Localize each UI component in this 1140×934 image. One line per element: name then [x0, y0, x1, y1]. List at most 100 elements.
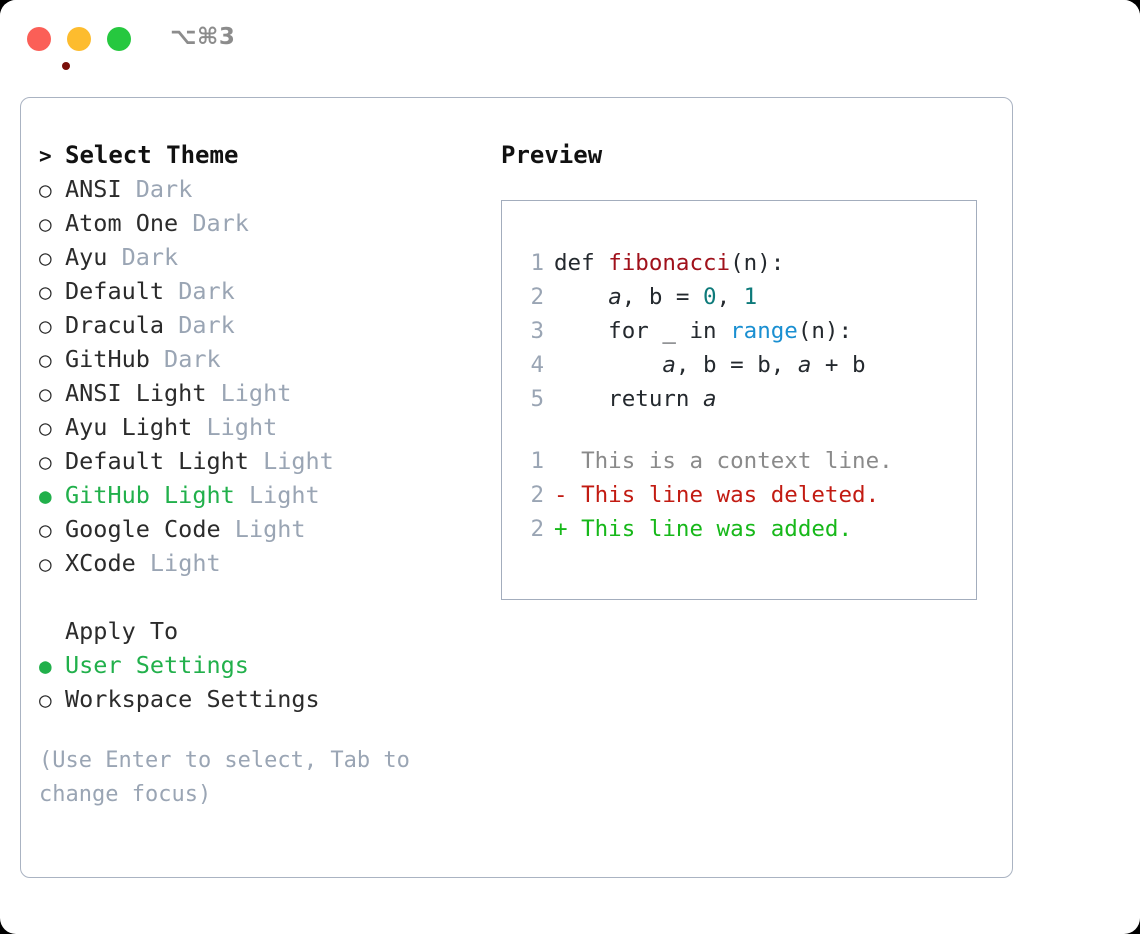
theme-kind-label: Light	[206, 413, 278, 441]
apply-to-option-label: Workspace Settings	[65, 685, 320, 713]
line-number: 2	[530, 284, 544, 310]
maximize-window-button[interactable]	[107, 27, 131, 51]
theme-list-item-ayu-light[interactable]: ○ Ayu Light Light	[39, 410, 489, 444]
code-token: for _ in	[554, 318, 731, 344]
line-number: 2	[530, 482, 544, 508]
title-bar: ⌥⌘3	[0, 0, 1140, 78]
select-theme-header-label: Select Theme	[65, 141, 239, 169]
diff-line-added: 2+ This line was added.	[518, 512, 968, 546]
code-line: 3 for _ in range(n):	[518, 314, 968, 348]
keyboard-hint-text: (Use Enter to select, Tab to change focu…	[39, 748, 410, 807]
theme-name: Google Code	[65, 515, 221, 543]
theme-selector-pane: >Select Theme ○ANSI Dark ○Atom One Dark …	[39, 138, 489, 812]
theme-kind-label: Dark	[135, 175, 193, 203]
theme-list-item-github[interactable]: ○GitHub Dark	[39, 342, 489, 376]
line-number: 5	[530, 386, 544, 412]
diff-line-deleted: 2- This line was deleted.	[518, 478, 968, 512]
theme-kind-label: Light	[220, 379, 292, 407]
radio-selected-icon: ●	[39, 484, 52, 508]
theme-kind-label: Dark	[121, 243, 179, 271]
radio-unselected-icon: ○	[39, 280, 52, 304]
code-line: 4 a, b = b, a + b	[518, 348, 968, 382]
preview-title: Preview	[501, 141, 603, 169]
apply-to-option-workspace-settings[interactable]: ○ Workspace Settings	[39, 682, 489, 716]
code-token-variable: a	[608, 284, 622, 310]
theme-name: Default	[65, 277, 165, 305]
theme-list-item-github-light[interactable]: ● GitHub Light Light	[39, 478, 489, 512]
section-spacer	[39, 580, 489, 614]
code-token	[554, 284, 608, 310]
radio-unselected-icon: ○	[39, 688, 52, 712]
theme-list-item-ayu[interactable]: ○ Ayu Dark	[39, 240, 489, 274]
theme-name: ANSI Light	[65, 379, 207, 407]
radio-unselected-icon: ○	[39, 314, 52, 338]
code-token	[554, 352, 662, 378]
code-token-variable: a	[703, 386, 717, 412]
theme-kind-label: Dark	[192, 209, 249, 237]
code-token: return	[554, 386, 704, 412]
theme-list-item-ansi[interactable]: ○ ANSI Dark	[39, 172, 489, 206]
radio-selected-icon: ●	[39, 654, 52, 678]
code-token-number: 0	[703, 284, 717, 310]
radio-unselected-icon: ○	[39, 552, 52, 576]
diff-sign: +	[554, 516, 568, 542]
diff-sign	[554, 448, 568, 474]
theme-list-item-dracula[interactable]: ○ Dracula Dark	[39, 308, 489, 342]
apply-to-header: Apply To	[65, 617, 179, 645]
prompt-caret-icon: >	[39, 144, 52, 168]
code-token: (n):	[797, 318, 853, 344]
radio-unselected-icon: ○	[39, 382, 52, 406]
theme-name: Ayu	[65, 243, 108, 271]
theme-name: Dracula	[65, 311, 165, 339]
theme-kind-label: Dark	[178, 277, 235, 305]
code-token: + b	[811, 352, 866, 378]
radio-unselected-icon: ○	[39, 450, 52, 474]
theme-name: Ayu Light	[65, 413, 193, 441]
line-number: 1	[530, 448, 544, 474]
theme-kind-label: Light	[149, 549, 221, 577]
theme-name: GitHub Light	[65, 481, 235, 509]
radio-unselected-icon: ○	[39, 416, 52, 440]
theme-list-item-xcode[interactable]: ○ XCode Light	[39, 546, 489, 580]
line-number: 4	[530, 352, 544, 378]
radio-unselected-icon: ○	[39, 518, 52, 542]
theme-list-item-google-code[interactable]: ○Google Code Light	[39, 512, 489, 546]
select-theme-header: > Select Theme	[39, 138, 489, 172]
code-token: , b =	[621, 284, 704, 310]
theme-name: XCode	[65, 549, 136, 577]
theme-kind-label: Dark	[178, 311, 235, 339]
diff-sign: -	[554, 482, 568, 508]
diff-text: This is a context line.	[581, 448, 893, 474]
theme-name: Atom One	[65, 209, 179, 237]
minimize-window-button[interactable]	[67, 27, 91, 51]
line-number: 3	[530, 318, 544, 344]
apply-to-option-label: User Settings	[65, 651, 249, 679]
theme-list-item-default[interactable]: ○ Default Dark	[39, 274, 489, 308]
code-token: def	[554, 250, 609, 276]
code-token: (n):	[730, 250, 785, 276]
theme-list-item-atom-one[interactable]: ○ Atom One Dark	[39, 206, 489, 240]
close-window-button[interactable]	[27, 27, 70, 70]
diff-line-context: 1 This is a context line.	[518, 444, 968, 478]
radio-unselected-icon: ○	[39, 212, 52, 236]
theme-list-item-ansi-light[interactable]: ○ ANSI Light Light	[39, 376, 489, 410]
theme-kind-label: Light	[248, 481, 320, 509]
recording-indicator-icon	[62, 62, 70, 70]
code-token: , b = b,	[675, 352, 798, 378]
diff-text: This line was added.	[581, 516, 853, 542]
radio-unselected-icon: ○	[39, 246, 52, 270]
radio-unselected-icon: ○	[39, 178, 52, 202]
apply-to-option-user-settings[interactable]: ● User Settings	[39, 648, 489, 682]
theme-kind-label: Light	[263, 447, 334, 475]
theme-list-item-default-light[interactable]: ○Default Light Light	[39, 444, 489, 478]
theme-name: ANSI	[65, 175, 122, 203]
code-token-call: range	[730, 318, 798, 344]
code-token-number: 1	[743, 284, 758, 310]
code-line: 2 a, b = 0, 1	[518, 280, 968, 314]
code-token-variable: a	[797, 352, 812, 378]
keyboard-shortcut-label: ⌥⌘3	[170, 24, 236, 50]
